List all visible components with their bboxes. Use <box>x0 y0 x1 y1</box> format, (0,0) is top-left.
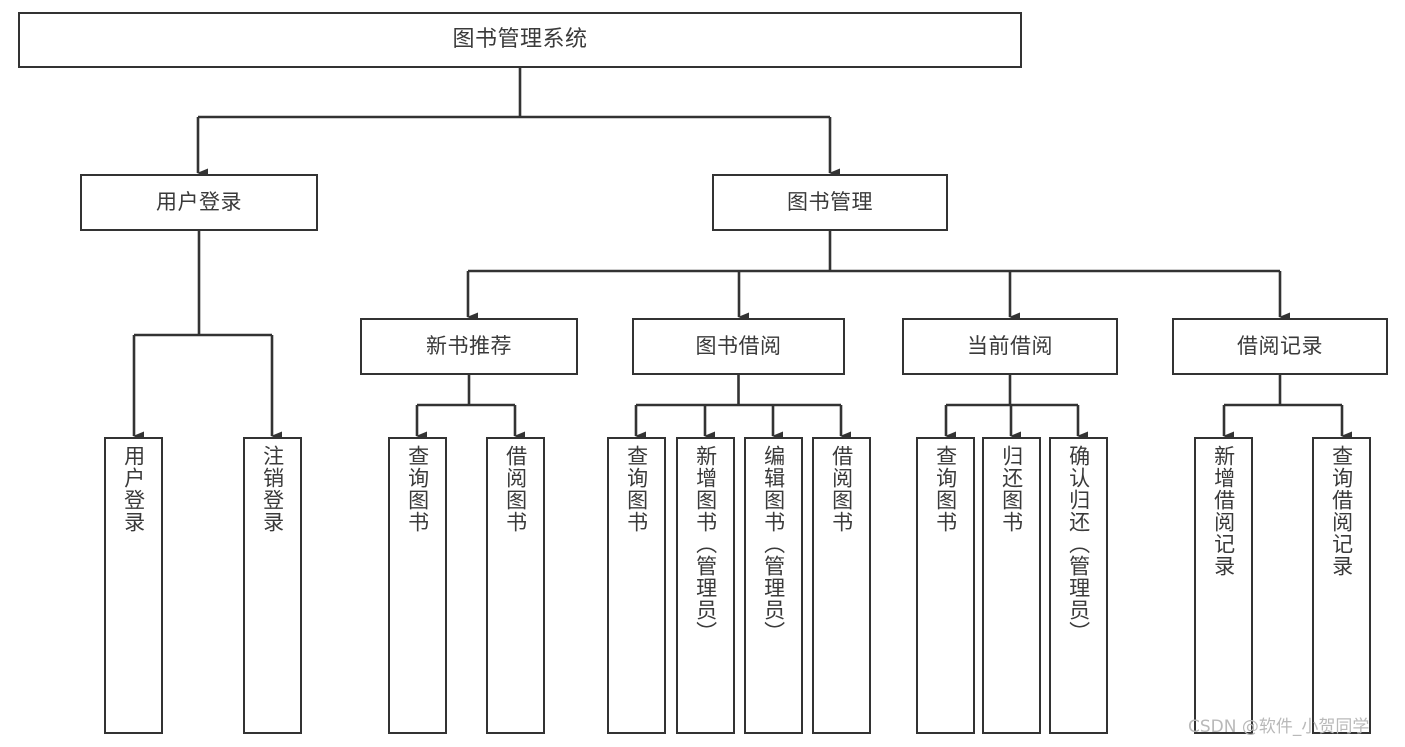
node-label: 图书借阅 <box>695 334 782 359</box>
node-leaf-user-login[interactable]: 用户登录 <box>104 437 163 734</box>
node-label: 借阅记录 <box>1237 334 1323 359</box>
node-current-borrowing[interactable]: 当前借阅 <box>902 318 1118 375</box>
node-label: 用户登录 <box>121 445 146 533</box>
node-leaf-query-borrow-record[interactable]: 查询借阅记录 <box>1312 437 1371 734</box>
node-label: 注销登录 <box>260 445 285 533</box>
node-leaf-confirm-return-admin[interactable]: 确认归还（管理员） <box>1049 437 1108 734</box>
node-book-management[interactable]: 图书管理 <box>712 174 948 231</box>
node-label: 确认归还（管理员） <box>1066 445 1091 643</box>
node-new-book-recommendation[interactable]: 新书推荐 <box>360 318 578 375</box>
node-label: 图书管理系统 <box>452 27 588 53</box>
node-label: 查询借阅记录 <box>1329 445 1354 577</box>
node-leaf-rec-query-book[interactable]: 查询图书 <box>388 437 447 734</box>
node-label: 新书推荐 <box>426 334 512 359</box>
node-label: 新增图书（管理员） <box>693 445 718 643</box>
node-leaf-add-borrow-record[interactable]: 新增借阅记录 <box>1194 437 1253 734</box>
watermark-credit: CSDN @软件_小贺同学 <box>1188 717 1370 737</box>
node-label: 查询图书 <box>405 445 430 533</box>
node-leaf-add-book-admin[interactable]: 新增图书（管理员） <box>676 437 735 734</box>
node-borrow-records[interactable]: 借阅记录 <box>1172 318 1388 375</box>
node-label: 编辑图书（管理员） <box>761 445 786 643</box>
node-leaf-current-query-book[interactable]: 查询图书 <box>916 437 975 734</box>
node-leaf-borrow-query-book[interactable]: 查询图书 <box>607 437 666 734</box>
node-book-borrowing[interactable]: 图书借阅 <box>632 318 845 375</box>
node-user-login[interactable]: 用户登录 <box>80 174 318 231</box>
node-root-book-management-system[interactable]: 图书管理系统 <box>18 12 1022 68</box>
node-leaf-borrow-book[interactable]: 借阅图书 <box>812 437 871 734</box>
node-label: 新增借阅记录 <box>1211 445 1236 577</box>
node-label: 借阅图书 <box>829 445 854 533</box>
node-leaf-user-logout[interactable]: 注销登录 <box>243 437 302 734</box>
node-label: 归还图书 <box>999 445 1024 533</box>
node-label: 查询图书 <box>624 445 649 533</box>
node-label: 用户登录 <box>156 190 242 215</box>
node-label: 图书管理 <box>787 190 873 215</box>
node-leaf-return-book[interactable]: 归还图书 <box>982 437 1041 734</box>
node-label: 查询图书 <box>933 445 958 533</box>
node-label: 借阅图书 <box>503 445 528 533</box>
node-leaf-edit-book-admin[interactable]: 编辑图书（管理员） <box>744 437 803 734</box>
node-label: 当前借阅 <box>967 334 1053 359</box>
node-leaf-rec-borrow-book[interactable]: 借阅图书 <box>486 437 545 734</box>
